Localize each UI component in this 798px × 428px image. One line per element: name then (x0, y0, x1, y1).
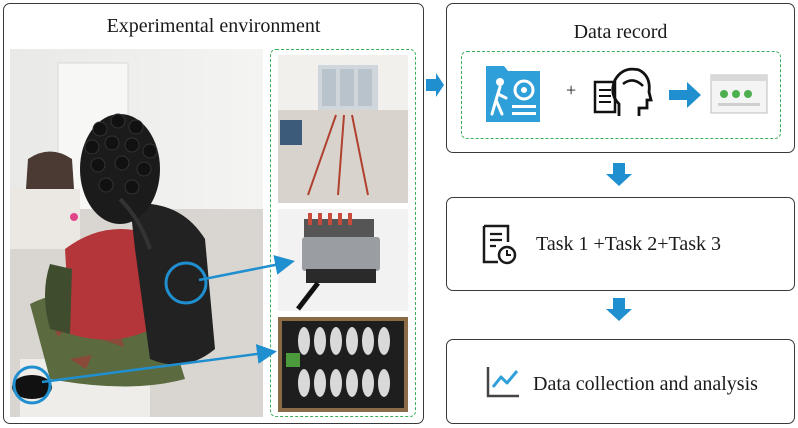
tasks-panel: Task 1 +Task 2+Task 3 (446, 197, 795, 291)
eeg-amplifier-photo (278, 209, 408, 311)
data-record-title: Data record (573, 21, 668, 43)
walking-corridor-photo (278, 55, 408, 203)
insole-sensors-photo (278, 317, 408, 412)
analysis-panel: Data collection and analysis (446, 339, 795, 424)
experimental-environment-title: Experimental environment (106, 15, 321, 37)
task-clipboard-clock-icon (480, 222, 518, 266)
data-record-arrow (669, 82, 701, 108)
eeg-head-document-icon (593, 64, 653, 124)
data-record-dashed-box (461, 51, 781, 139)
analysis-label: Data collection and analysis (533, 373, 758, 395)
line-chart-icon (485, 365, 521, 399)
participant-photo (10, 49, 263, 417)
flow-arrow-down-2 (606, 298, 632, 321)
equipment-photos-box (270, 49, 416, 417)
data-record-panel: Data record + (446, 3, 795, 153)
tasks-label: Task 1 +Task 2+Task 3 (536, 233, 721, 255)
walking-person-card-icon (484, 62, 542, 124)
plus-sign: + (566, 80, 577, 100)
flow-arrow-right (426, 73, 444, 97)
monitor-screen-icon (710, 74, 768, 116)
flow-arrow-down-1 (606, 163, 632, 186)
experimental-environment-panel: Experimental environment (3, 3, 424, 424)
